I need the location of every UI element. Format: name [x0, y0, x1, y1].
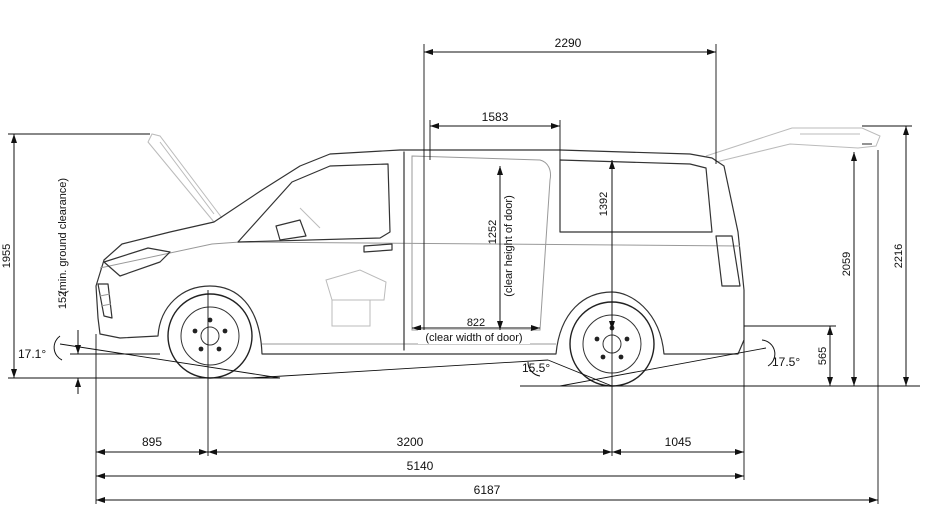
dim-front-overhang: 895	[96, 435, 208, 455]
door-handle	[363, 243, 393, 253]
grille	[97, 283, 113, 319]
dim-height-right: 2216	[862, 125, 912, 386]
angle-departure: 17.5°	[761, 339, 800, 369]
door-width-note: (clear width of door)	[425, 332, 522, 344]
dim-roof-width: 2290	[423, 36, 717, 344]
open-bonnet	[147, 133, 223, 223]
height-tailgate-label: 2059	[841, 252, 853, 276]
open-tailgate	[705, 127, 881, 163]
door-width-label: 822	[467, 317, 485, 329]
wheelbase-label: 3200	[397, 435, 424, 449]
angle-approach: 17.1°	[18, 335, 63, 361]
ground-clearance-note: (min. ground clearance)	[57, 178, 69, 294]
dim-clear-door-width: 822 (clear width of door)	[412, 317, 540, 344]
headlight	[103, 247, 171, 277]
rear-window	[559, 159, 713, 233]
tail-light	[715, 235, 741, 287]
front-wheel	[167, 293, 253, 379]
ground-clearance-label: 152	[57, 291, 69, 309]
height-right-label: 2216	[893, 244, 905, 268]
roof-width-label: 2290	[555, 36, 582, 50]
dim-loading-sill: 565	[744, 325, 836, 386]
ramp-angle-label: 15.5°	[522, 361, 550, 375]
dim-overall-length: 6187	[96, 483, 878, 503]
van-side-view	[95, 127, 881, 387]
departure-angle-label: 17.5°	[772, 355, 800, 369]
dim-rear-overhang: 1045	[612, 435, 744, 455]
dim-wheelbase: 3200	[208, 435, 612, 455]
overall-length-label: 6187	[474, 483, 501, 497]
door-height-note: (clear height of door)	[503, 195, 515, 297]
approach-angle-label: 17.1°	[18, 347, 46, 361]
dim-height-left: 1955	[1, 133, 150, 379]
dim-height-tailgate: 2059	[841, 143, 872, 386]
ground-lines	[40, 343, 920, 387]
dim-ground-clearance: 152 (min. ground clearance)	[57, 178, 160, 394]
front-overhang-label: 895	[142, 435, 162, 449]
body-outline	[95, 149, 745, 355]
door-height-label: 1252	[487, 220, 499, 244]
loading-sill-label: 565	[817, 347, 829, 365]
dim-clear-door-height: 1252 (clear height of door)	[487, 166, 515, 330]
door-top-width-label: 1583	[482, 110, 509, 124]
body-length-label: 5140	[407, 459, 434, 473]
front-window	[237, 163, 391, 243]
interior-height-label: 1392	[598, 192, 610, 216]
dim-door-opening-top: 1583	[429, 110, 561, 160]
dim-body-length: 5140	[96, 459, 744, 479]
rear-overhang-label: 1045	[665, 435, 692, 449]
height-left-label: 1955	[1, 244, 13, 268]
mirror	[275, 219, 307, 241]
angle-ramp: 15.5°	[522, 361, 550, 377]
